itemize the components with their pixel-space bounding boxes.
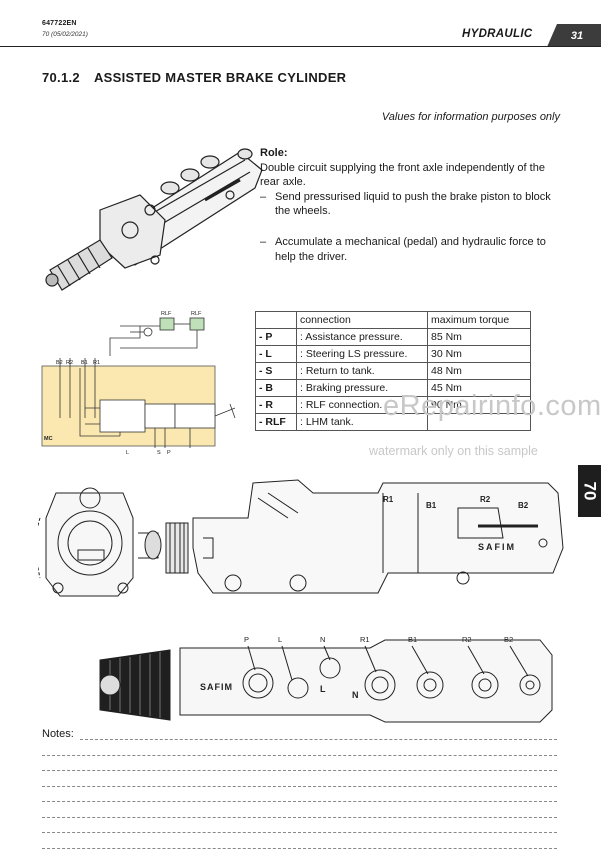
section-title: 70.1.2 ASSISTED MASTER BRAKE CYLINDER [42,70,346,85]
schematic-label-r1: R1 [93,360,100,366]
top-label-n: N [320,635,325,644]
top-label-r2: R2 [462,635,472,644]
chapter-tab [578,465,601,517]
table-header-connection: connection [296,311,428,329]
row-code: - P [255,328,297,346]
notes-line [42,786,557,787]
row-connection: : Return to tank. [296,362,428,380]
row-torque [427,413,531,431]
schematic-label-l: L [126,450,129,456]
side-label-b1: B1 [426,501,437,510]
role-label: Role: [260,147,288,159]
top-brand: SAFIM [200,682,233,692]
table-header-row: connection maximum torque [255,311,531,329]
hydraulic-schematic: RLF RLF B2 R2 B1 R1 MC L S P [41,311,236,456]
top-body-label-n: N [352,690,359,700]
header-rule [0,46,601,47]
row-torque: 30 Nm [427,345,531,363]
notes-line [42,755,557,756]
master-cylinder-illustration [45,148,263,291]
notes-line [42,817,557,818]
section-label: HYDRAULIC [462,28,533,40]
table-row: - R : RLF connection. 90 Nm [255,396,531,414]
row-connection: : Assistance pressure. [296,328,428,346]
side-label-b2: B2 [518,501,529,510]
top-label-p: P [244,635,249,644]
table-row: - P : Assistance pressure. 85 Nm [255,328,531,346]
table-row: - S : Return to tank. 48 Nm [255,362,531,380]
schematic-label-b1: B1 [81,360,88,366]
top-view-drawing: P L N R1 B1 R2 B2 L N SAFIM [99,635,553,723]
schematic-label-mc: MC [44,436,53,442]
row-connection: : RLF connection. [296,396,428,414]
connection-table: connection maximum torque - P : Assistan… [255,311,531,431]
schematic-label-r2: R2 [66,360,73,366]
top-label-b2: B2 [504,635,513,644]
schematic-label-p: P [167,450,171,456]
role-bullet-1: Send pressurised liquid to push the brak… [260,190,565,219]
schematic-label-b2: B2 [56,360,63,366]
table-row: - RLF : LHM tank. [255,413,531,431]
notes-line [42,832,557,833]
notes-line [42,770,557,771]
document-code: 647722EN [42,20,77,27]
role-text: Double circuit supplying the front axle … [260,161,545,189]
schematic-label-rlf-2: RLF [191,311,202,317]
row-torque: 85 Nm [427,328,531,346]
page-number: 31 [570,30,584,42]
notes-line [80,739,557,740]
document-revision: 70 (05/02/2021) [42,31,88,38]
schematic-label-s: S [157,450,161,456]
notes-line [42,801,557,802]
watermark-sub: watermark only on this sample [369,444,538,458]
section-title-text: ASSISTED MASTER BRAKE CYLINDER [93,70,347,85]
row-torque: 45 Nm [427,379,531,397]
top-body-label-l: L [320,684,326,694]
row-code: - R [255,396,297,414]
chapter-tab-number: 70 [580,481,600,501]
row-connection: : Steering LS pressure. [296,345,428,363]
schematic-label-rlf-1: RLF [161,311,172,317]
row-code: - RLF [255,413,297,431]
top-label-b1: B1 [408,635,417,644]
side-label-r2: R2 [480,495,491,504]
notes-line [42,848,557,849]
side-label-r1: R1 [383,495,394,504]
info-note: Values for information purposes only [381,111,560,123]
role-description: Role: Double circuit supplying the front… [260,146,565,264]
table-row: - B : Braking pressure. 45 Nm [255,379,531,397]
table-header-torque: maximum torque [427,311,531,329]
notes-label: Notes: [42,728,74,740]
row-torque: 48 Nm [427,362,531,380]
top-label-r1: R1 [360,635,370,644]
watermark-main: eRepairinfo.com [383,390,601,422]
row-connection: : LHM tank. [296,413,428,431]
table-header-code [255,311,297,329]
table-row: - L : Steering LS pressure. 30 Nm [255,345,531,363]
section-number: 70.1.2 [42,70,80,85]
row-code: - L [255,345,297,363]
top-label-l: L [278,635,282,644]
side-view-drawing: R1 B1 R2 B2 SAFIM [38,479,564,597]
row-code: - B [255,379,297,397]
side-brand: SAFIM [478,542,516,552]
page-number-tab [547,24,601,47]
role-bullet-2: Accumulate a mechanical (pedal) and hydr… [260,235,565,264]
row-code: - S [255,362,297,380]
